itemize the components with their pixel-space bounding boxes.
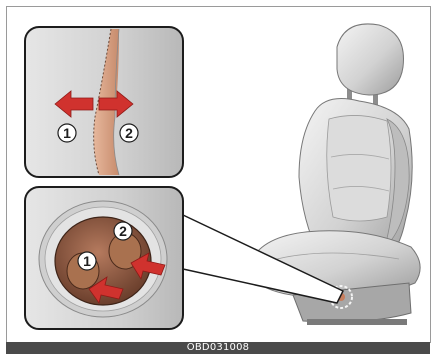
figure-code-bar: OBD031008	[6, 342, 430, 354]
lumbar-switch-inset	[25, 187, 183, 329]
marker-2-top: 2	[120, 124, 138, 142]
svg-text:1: 1	[63, 125, 71, 141]
lumbar-support-figure: 1 2 1 2	[6, 6, 431, 343]
marker-1-top: 1	[58, 124, 76, 142]
marker-1-bottom: 1	[78, 252, 96, 270]
svg-text:1: 1	[83, 253, 91, 269]
svg-text:2: 2	[119, 223, 127, 239]
figure-code: OBD031008	[187, 342, 249, 353]
svg-text:2: 2	[125, 125, 133, 141]
marker-2-bottom: 2	[114, 222, 132, 240]
